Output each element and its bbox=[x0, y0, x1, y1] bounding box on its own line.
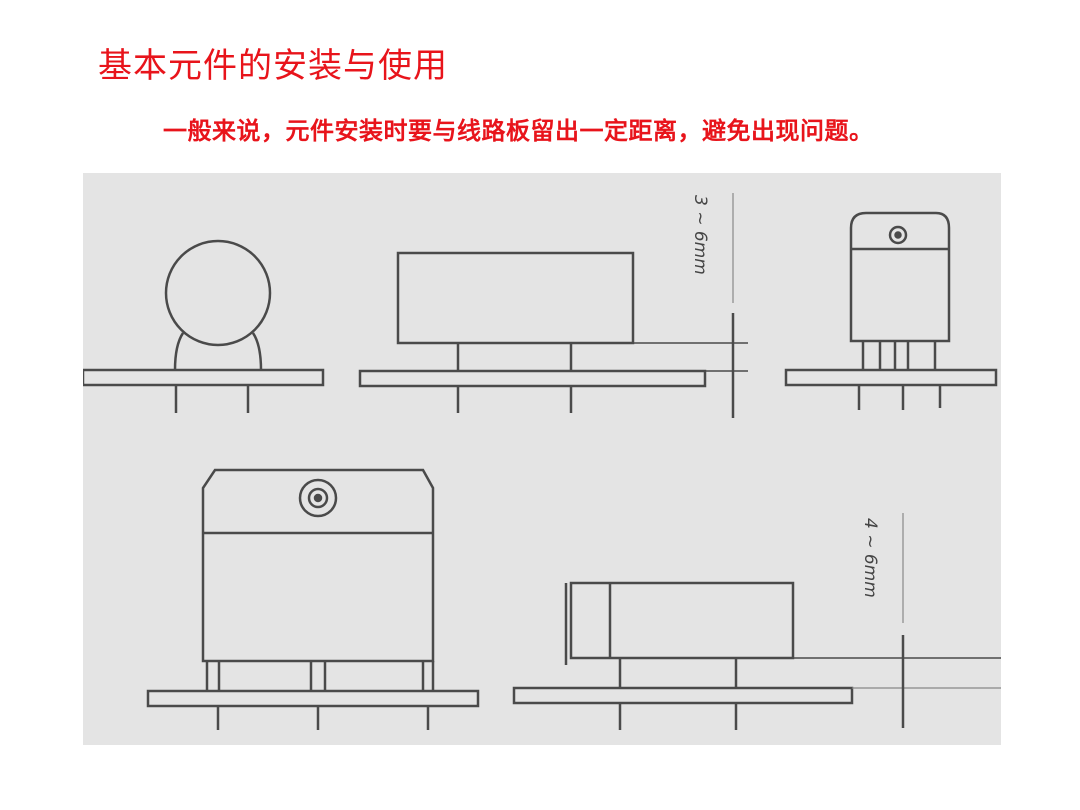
disc-capacitor-drawing bbox=[83, 239, 325, 413]
to220-transistor-drawing bbox=[784, 211, 998, 410]
slide-subtitle: 一般来说，元件安装时要与线路板留出一定距离，避免出现问题。 bbox=[163, 116, 874, 145]
low-rectangular-component-drawing bbox=[512, 513, 1001, 730]
rectangular-component-drawing bbox=[358, 193, 748, 418]
power-module-drawing bbox=[146, 468, 480, 730]
dimension-label-bottom: 4 ~ 6mm bbox=[860, 518, 880, 598]
dimension-label-top: 3 ~ 6mm bbox=[690, 195, 710, 275]
component-mounting-figure: 3 ~ 6mm bbox=[83, 173, 1001, 745]
slide-title: 基本元件的安装与使用 bbox=[98, 46, 448, 86]
